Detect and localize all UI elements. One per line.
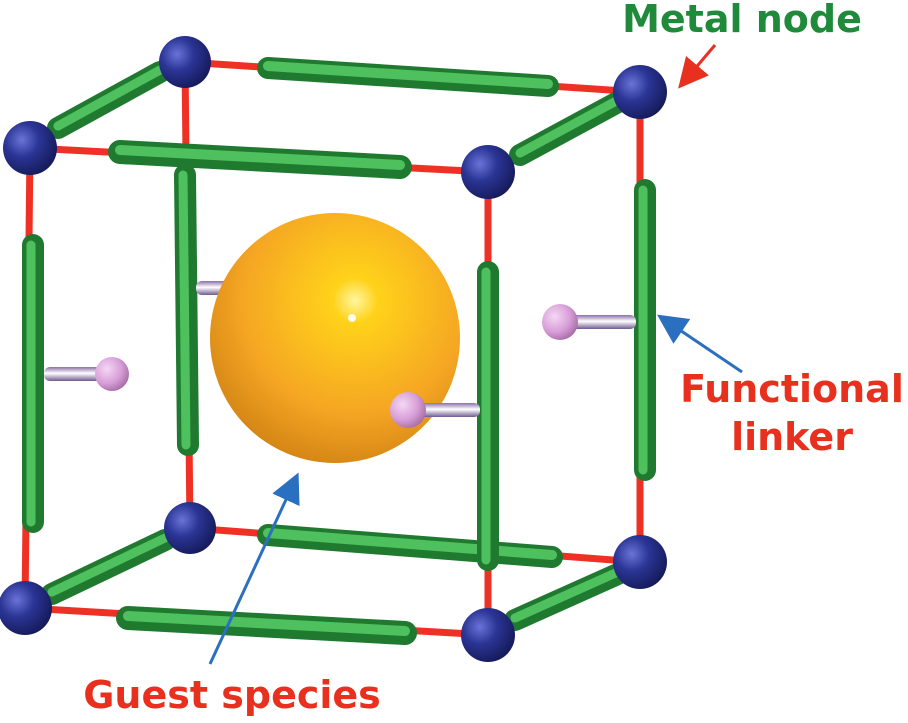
metal-node-icon xyxy=(159,36,211,88)
functional-linker-label-line1: Functional xyxy=(680,367,904,411)
metal-node-arrow xyxy=(678,44,717,89)
functional-group-right xyxy=(542,304,636,340)
metal-node-icon xyxy=(613,535,667,589)
back-edges xyxy=(21,57,644,612)
metal-node-icon xyxy=(164,502,216,554)
front-edges xyxy=(21,88,656,645)
guest-species-label: Guest species xyxy=(83,673,381,717)
guest-species-sphere xyxy=(210,213,460,463)
functional-group-left xyxy=(44,357,129,391)
metal-node-icon xyxy=(461,608,515,662)
functional-linker-label-line2: linker xyxy=(731,415,853,459)
metal-node-icon xyxy=(461,145,515,199)
metal-node-icon xyxy=(0,581,52,635)
functional-linker-arrow xyxy=(657,314,743,374)
metal-node-icon xyxy=(3,121,57,175)
metal-node-icon xyxy=(613,65,667,119)
guest-species-arrow xyxy=(208,472,300,665)
functional-group-center xyxy=(390,392,480,428)
metal-node-label: Metal node xyxy=(622,0,862,41)
